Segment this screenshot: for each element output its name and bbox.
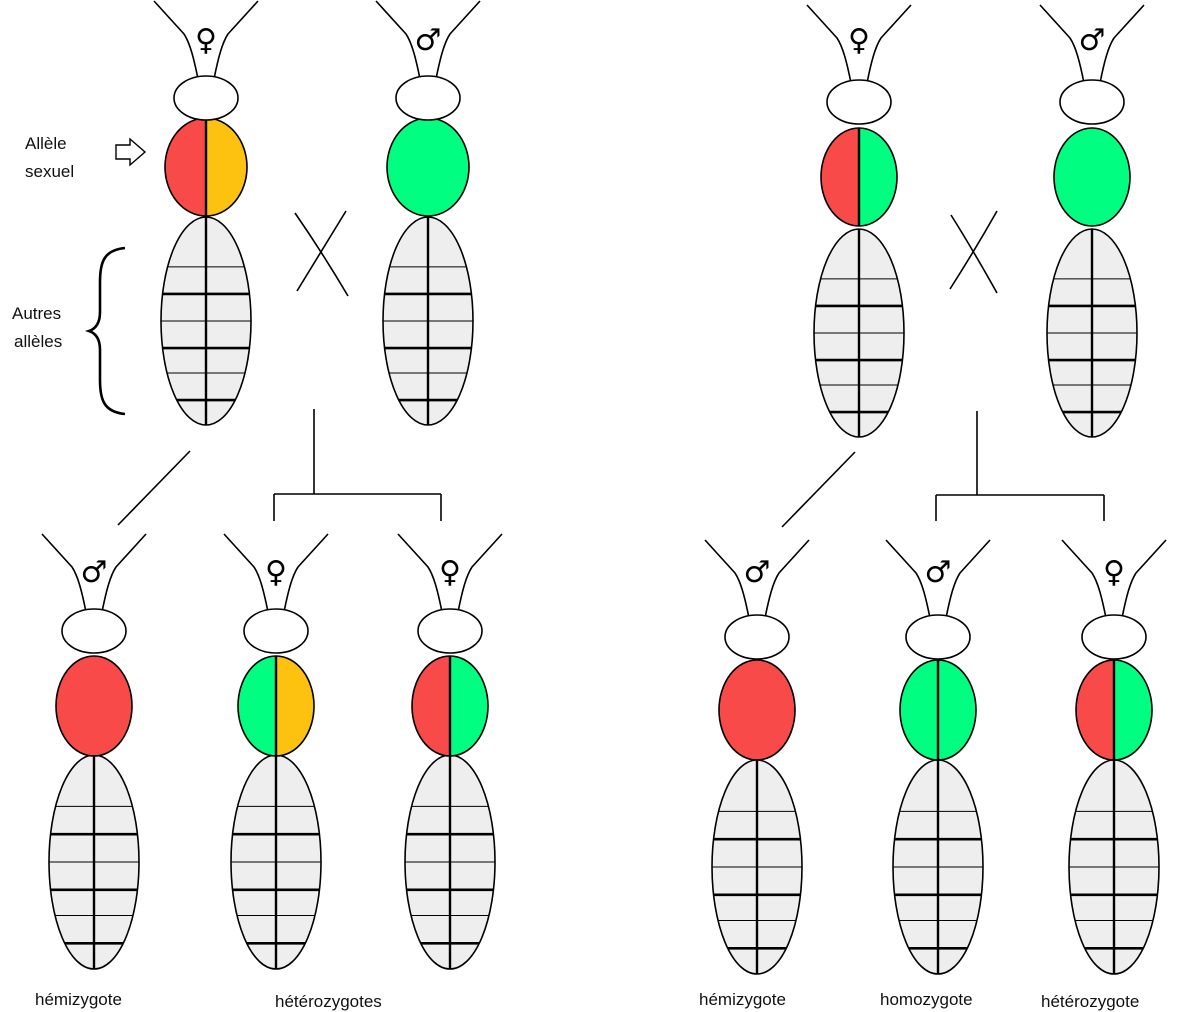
antenna (866, 4, 912, 84)
antenna (41, 533, 87, 613)
head (417, 608, 483, 654)
antenna (457, 533, 503, 613)
label-autres-line1: Autres (12, 304, 61, 323)
label-autres-line2: allèles (14, 332, 62, 351)
antenna (1099, 4, 1145, 84)
insect-parent: ♀ (806, 4, 912, 438)
antenna (101, 533, 147, 613)
head (724, 614, 790, 660)
insect-parent: ♀ (153, 0, 259, 426)
abdomen (230, 754, 322, 970)
head (395, 75, 461, 121)
arrow-right-icon (115, 137, 147, 167)
antenna (806, 4, 852, 84)
sex-symbol: ♂ (81, 555, 108, 590)
antenna (375, 0, 421, 80)
inheritance-line-right (781, 451, 856, 528)
caption-heterozygote-right: hétérozygote (1041, 992, 1139, 1011)
insect-offspring: ♀ (223, 533, 329, 970)
insect-offspring: ♂ (704, 539, 810, 975)
sex-symbol: ♀ (848, 23, 870, 58)
abdomen (711, 759, 803, 975)
cross-mark-left (294, 210, 349, 297)
abdomen (1068, 759, 1160, 975)
thorax (718, 659, 796, 761)
head (826, 79, 892, 125)
thorax (1053, 127, 1131, 227)
thorax (237, 655, 315, 757)
abdomen (1046, 228, 1138, 438)
antenna (885, 539, 931, 619)
antenna (213, 0, 259, 80)
inheritance-line-left (117, 450, 191, 526)
head (1081, 614, 1147, 660)
sex-symbol: ♂ (925, 555, 952, 590)
insect-offspring: ♀ (1061, 539, 1167, 975)
abdomen (160, 216, 252, 426)
caption-hemizygote-right: hémizygote (699, 990, 786, 1009)
sex-symbol: ♂ (744, 555, 771, 590)
thorax (411, 655, 489, 757)
insect-parent: ♂ (375, 0, 481, 426)
insect-offspring: ♀ (397, 533, 503, 970)
head (1059, 79, 1125, 125)
abdomen (813, 228, 905, 438)
abdomen (48, 754, 140, 970)
labels-layer: Allèle sexuel Autres allèles hémizygote … (12, 134, 1139, 1011)
sex-symbol: ♀ (1103, 555, 1125, 590)
antenna (1121, 539, 1167, 619)
thorax (899, 659, 977, 761)
sex-symbol: ♀ (439, 555, 461, 590)
sex-symbol: ♂ (1079, 23, 1106, 58)
insect-offspring: ♂ (885, 539, 991, 975)
thorax (1075, 659, 1153, 761)
thorax (55, 655, 133, 757)
label-allele-line1: Allèle (25, 134, 67, 153)
curly-brace-icon (84, 246, 126, 416)
thorax (820, 127, 898, 227)
thorax (164, 117, 248, 217)
abdomen (404, 754, 496, 970)
sex-symbol: ♂ (415, 23, 442, 58)
connectors-layer (84, 137, 1105, 528)
insect-parent: ♂ (1039, 4, 1145, 438)
cross-mark-right (949, 210, 998, 294)
caption-homozygote-right: homozygote (880, 990, 973, 1009)
offspring-bracket-left (273, 409, 442, 521)
antenna (283, 533, 329, 613)
antenna (704, 539, 750, 619)
insects-layer: ♀ ♂ ♂ ♀ ♀ ♀ ♂ ♂ ♂ ♀ (41, 0, 1167, 975)
sex-symbol: ♀ (265, 555, 287, 590)
abdomen (382, 216, 474, 426)
caption-heterozygotes-left: hétérozygotes (275, 992, 382, 1011)
antenna (764, 539, 810, 619)
head (173, 75, 239, 121)
antenna (223, 533, 269, 613)
antenna (397, 533, 443, 613)
sex-symbol: ♀ (195, 23, 217, 58)
offspring-bracket-right (935, 411, 1105, 521)
abdomen (892, 759, 984, 975)
antenna (1061, 539, 1107, 619)
caption-hemizygote-left: hémizygote (35, 990, 122, 1009)
thorax (386, 117, 470, 217)
antenna (945, 539, 991, 619)
head (243, 608, 309, 654)
antenna (435, 0, 481, 80)
head (61, 608, 127, 654)
head (905, 614, 971, 660)
antenna (1039, 4, 1085, 84)
insect-offspring: ♂ (41, 533, 147, 970)
antenna (153, 0, 199, 80)
label-allele-line2: sexuel (25, 162, 74, 181)
